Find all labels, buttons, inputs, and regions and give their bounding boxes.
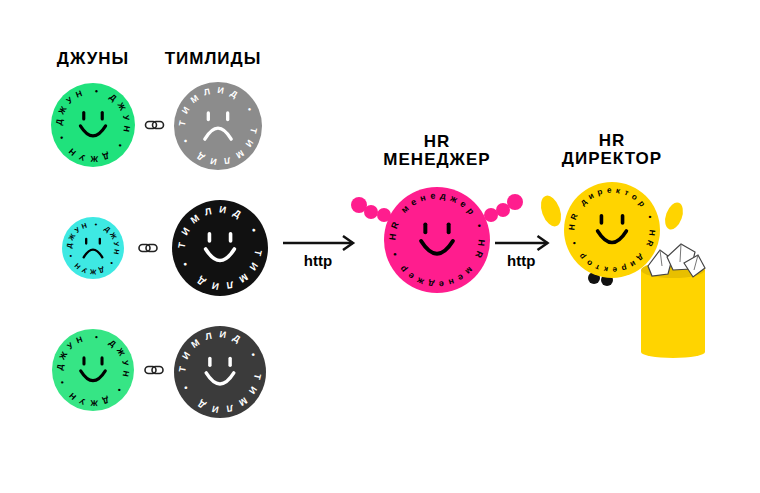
face-svg: ДЖУН • ДЖУН • ДЖУН •	[62, 217, 124, 279]
face-holder: ДЖУН • ДЖУН • ДЖУН •	[51, 83, 135, 167]
arrow-line	[283, 242, 353, 245]
face-svg: HR директор • HR директор •	[564, 182, 660, 278]
face-svg: ДЖУН • ДЖУН • ДЖУН •	[51, 83, 135, 167]
arrow-connector	[283, 236, 353, 250]
mouth	[84, 250, 103, 258]
eye	[621, 216, 625, 223]
mouth	[205, 128, 231, 139]
pink-blob	[484, 208, 498, 222]
circle-fill	[174, 82, 262, 170]
chain-link	[145, 367, 163, 374]
arrow-head	[343, 236, 353, 250]
teamlead-circle: ТИМЛИД • ТИМЛИД •	[174, 82, 262, 170]
paper-ball	[684, 255, 705, 277]
node-heading: HR МЕНЕДЖЕР	[383, 133, 490, 169]
can-body	[641, 270, 705, 352]
paper-crease	[660, 244, 698, 270]
eye	[207, 113, 210, 120]
eye	[600, 216, 604, 223]
mouth	[206, 373, 234, 384]
mouth	[81, 371, 106, 381]
circle-fill	[172, 200, 268, 296]
ring-text: ТИМЛИД • ТИМЛИД •	[175, 203, 265, 293]
ring-text: ТИМЛИД • ТИМЛИД •	[177, 329, 262, 415]
mouth	[421, 241, 453, 254]
pink-blob	[364, 205, 378, 219]
eye	[226, 113, 229, 120]
face-holder: HR менеджер • HR менеджер •	[384, 187, 490, 293]
face-svg: ДЖУН • ДЖУН • ДЖУН •	[52, 329, 134, 411]
circle-fill	[51, 83, 135, 167]
face-holder: ДЖУН • ДЖУН • ДЖУН •	[62, 217, 124, 279]
face-holder: ДЖУН • ДЖУН • ДЖУН •	[52, 329, 134, 411]
junior-circle: ДЖУН • ДЖУН • ДЖУН •	[51, 83, 135, 167]
circle-fill	[52, 329, 134, 411]
ring-text: ДЖУН • ДЖУН • ДЖУН •	[54, 86, 133, 165]
mouth	[598, 231, 627, 243]
yellow-drop	[537, 193, 565, 229]
arrow-line	[495, 242, 548, 245]
junior-circle: ДЖУН • ДЖУН • ДЖУН •	[62, 217, 124, 279]
eye	[100, 358, 103, 364]
eye	[99, 239, 101, 244]
eye	[229, 234, 233, 241]
face-holder: ТИМЛИД • ТИМЛИД •	[172, 200, 268, 296]
chain-ring	[153, 122, 164, 129]
pink-blob	[507, 194, 523, 210]
eye	[208, 358, 211, 365]
edge-label: http	[302, 253, 334, 270]
eye	[101, 113, 104, 119]
mouth	[206, 249, 235, 261]
hr-manager-circle: HR МЕНЕДЖЕР HR менеджер • HR менеджер •	[383, 133, 491, 293]
hr-director-circle: HR ДИРЕКТОР HR директор • HR директор •	[562, 132, 663, 278]
column-header: ТИМЛИДЫ	[165, 50, 262, 69]
chain-ring	[146, 122, 157, 129]
eye	[85, 239, 87, 244]
arrow-head	[538, 236, 548, 250]
chain-ring	[152, 367, 163, 374]
teamlead-circle: ТИМЛИД • ТИМЛИД •	[174, 326, 266, 418]
chain-link	[139, 245, 157, 252]
chain-link	[146, 122, 164, 129]
face-holder: HR директор • HR директор •	[564, 182, 660, 278]
arrow-connector	[495, 236, 548, 250]
ring-text: ДЖУН • ДЖУН • ДЖУН •	[55, 332, 131, 408]
mouth	[80, 126, 105, 136]
face-svg: HR менеджер • HR менеджер •	[384, 187, 490, 293]
eye	[82, 358, 85, 364]
ring-text: ТИМЛИД • ТИМЛИД •	[177, 85, 259, 167]
face-svg: ТИМЛИД • ТИМЛИД •	[174, 82, 262, 170]
chain-ring	[146, 245, 157, 252]
eye	[228, 358, 231, 365]
face-svg: ТИМЛИД • ТИМЛИД •	[172, 200, 268, 296]
face-holder: ТИМЛИД • ТИМЛИД •	[174, 326, 266, 418]
eye	[447, 224, 451, 232]
ring-text: HR менеджер • HR менеджер •	[387, 190, 487, 289]
circle-fill	[384, 187, 490, 293]
trash-can	[641, 244, 705, 358]
circle-fill	[62, 217, 124, 279]
face-svg: ТИМЛИД • ТИМЛИД •	[174, 326, 266, 418]
circle-fill	[564, 182, 660, 278]
chain-ring	[139, 245, 150, 252]
junior-circle: ДЖУН • ДЖУН • ДЖУН •	[52, 329, 134, 411]
ring-text: ДЖУН • ДЖУН • ДЖУН •	[65, 220, 121, 276]
eye	[208, 234, 212, 241]
column-header: ДЖУНЫ	[57, 50, 129, 69]
eye	[82, 113, 85, 119]
face-holder: ТИМЛИД • ТИМЛИД •	[174, 82, 262, 170]
eye	[423, 224, 427, 232]
teamlead-circle: ТИМЛИД • ТИМЛИД •	[172, 200, 268, 296]
edge-label: http	[505, 253, 537, 270]
chain-ring	[145, 367, 156, 374]
node-heading: HR ДИРЕКТОР	[562, 132, 662, 168]
circle-fill	[174, 326, 266, 418]
ring-text: HR директор • HR директор •	[567, 185, 657, 275]
yellow-drop	[662, 200, 687, 232]
